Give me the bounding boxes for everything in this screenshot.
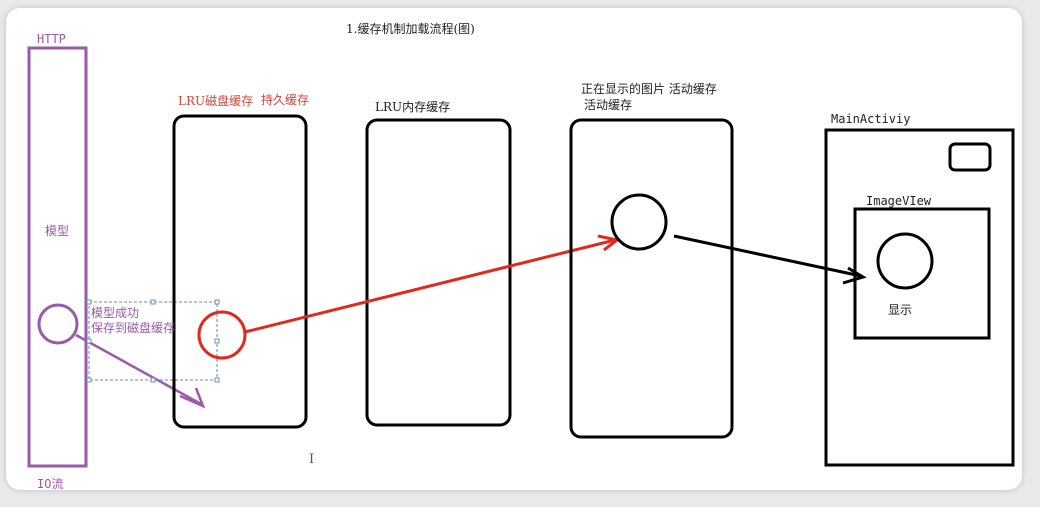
diagram-title: 1.缓存机制加载流程(图) — [346, 22, 475, 36]
selection-handle[interactable] — [214, 377, 220, 383]
persistent-cache-label: 持久缓存 — [261, 93, 310, 107]
main-activity-label: MainActiviy — [831, 112, 911, 126]
annotation-line-1[interactable]: 模型成功 — [91, 306, 140, 320]
io-stream-label: IO流 — [37, 477, 64, 491]
disk-cache-circle[interactable] — [197, 310, 247, 360]
selection-handle[interactable] — [86, 299, 92, 305]
active-to-imageview-arrow — [673, 234, 862, 278]
active-to-imageview-arrowhead — [842, 266, 867, 285]
imageview-frame[interactable] — [853, 207, 991, 340]
http-model-column[interactable] — [27, 46, 88, 468]
memory-cache-label: LRU内存缓存 — [375, 100, 451, 114]
disk-cache-box[interactable] — [172, 114, 308, 429]
model-label: 模型 — [45, 224, 70, 238]
annotation-line-2[interactable]: 保存到磁盘缓存 — [91, 321, 176, 335]
http-label: HTTP — [37, 32, 66, 46]
memory-cache-box[interactable] — [365, 118, 512, 427]
imageview-label: ImageVIew — [866, 194, 932, 208]
selection-handle[interactable] — [214, 338, 220, 344]
active-cache-sublabel: 活动缓存 — [584, 98, 633, 112]
model-circle[interactable] — [37, 303, 79, 345]
disk-to-active-arrow — [244, 238, 616, 334]
imageview-circle[interactable] — [876, 232, 934, 290]
selection-handle[interactable] — [214, 299, 220, 305]
selection-handle[interactable] — [150, 299, 156, 305]
active-cache-label: 正在显示的图片 活动缓存 — [581, 82, 717, 96]
display-label: 显示 — [888, 303, 913, 317]
activity-small-widget[interactable] — [948, 142, 992, 172]
selection-handle[interactable] — [150, 377, 156, 383]
selection-handle[interactable] — [86, 377, 92, 383]
save-to-disk-arrow — [75, 333, 202, 406]
save-to-disk-arrowhead — [179, 387, 206, 409]
text-cursor-icon: I — [309, 452, 315, 467]
main-activity-frame[interactable] — [824, 128, 1015, 467]
disk-cache-label: LRU磁盘缓存 — [178, 94, 254, 108]
active-cache-circle[interactable] — [610, 193, 668, 251]
active-cache-box[interactable] — [569, 118, 734, 439]
selection-handle[interactable] — [86, 338, 92, 344]
